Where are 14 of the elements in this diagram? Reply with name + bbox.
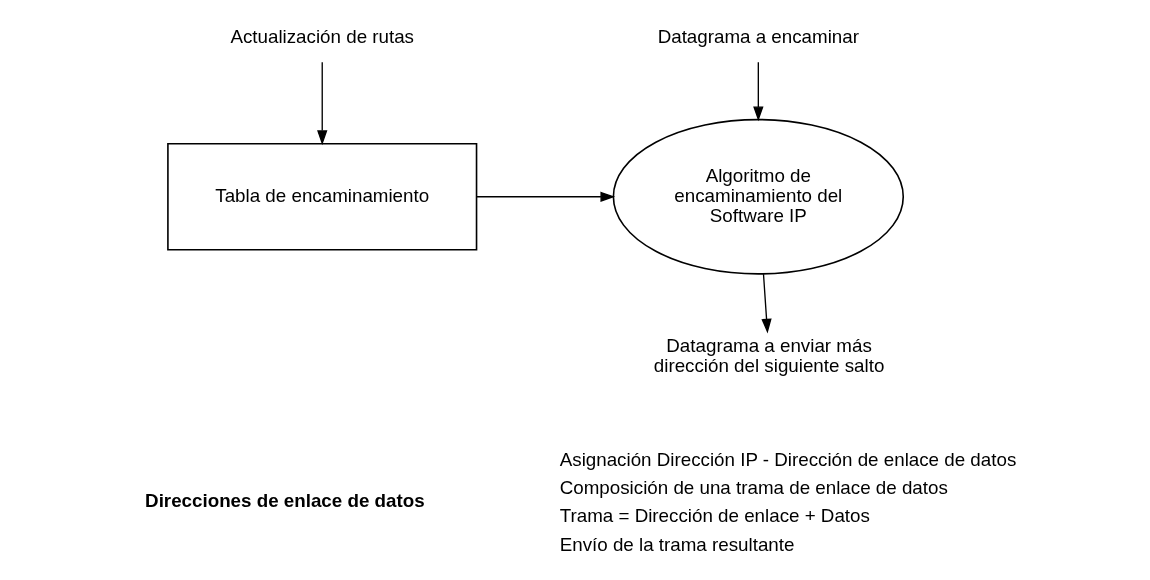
arrow xyxy=(316,61,327,146)
node-ellipse: Algoritmo de encaminamiento del Software IP xyxy=(612,118,904,275)
label: Trama = Dirección de enlace + Datos xyxy=(559,505,870,527)
arrow xyxy=(760,273,772,334)
node-text: Datagrama a encaminar xyxy=(657,25,859,47)
node-box: Tabla de encaminamiento xyxy=(166,142,477,251)
label: Direcciones de enlace de datos xyxy=(144,489,425,511)
label: Asignación Dirección IP - Dirección de enlace de datos xyxy=(559,449,1016,471)
label: Composición de una trama de enlace de datos xyxy=(559,477,948,499)
label: Envío de la trama resultante xyxy=(559,533,794,555)
arrow xyxy=(752,61,763,122)
node-text: Actualización de rutas xyxy=(229,25,414,47)
arrow xyxy=(475,191,615,202)
node-text: Datagrama a enviar más dirección del siguiente salto xyxy=(653,334,884,377)
